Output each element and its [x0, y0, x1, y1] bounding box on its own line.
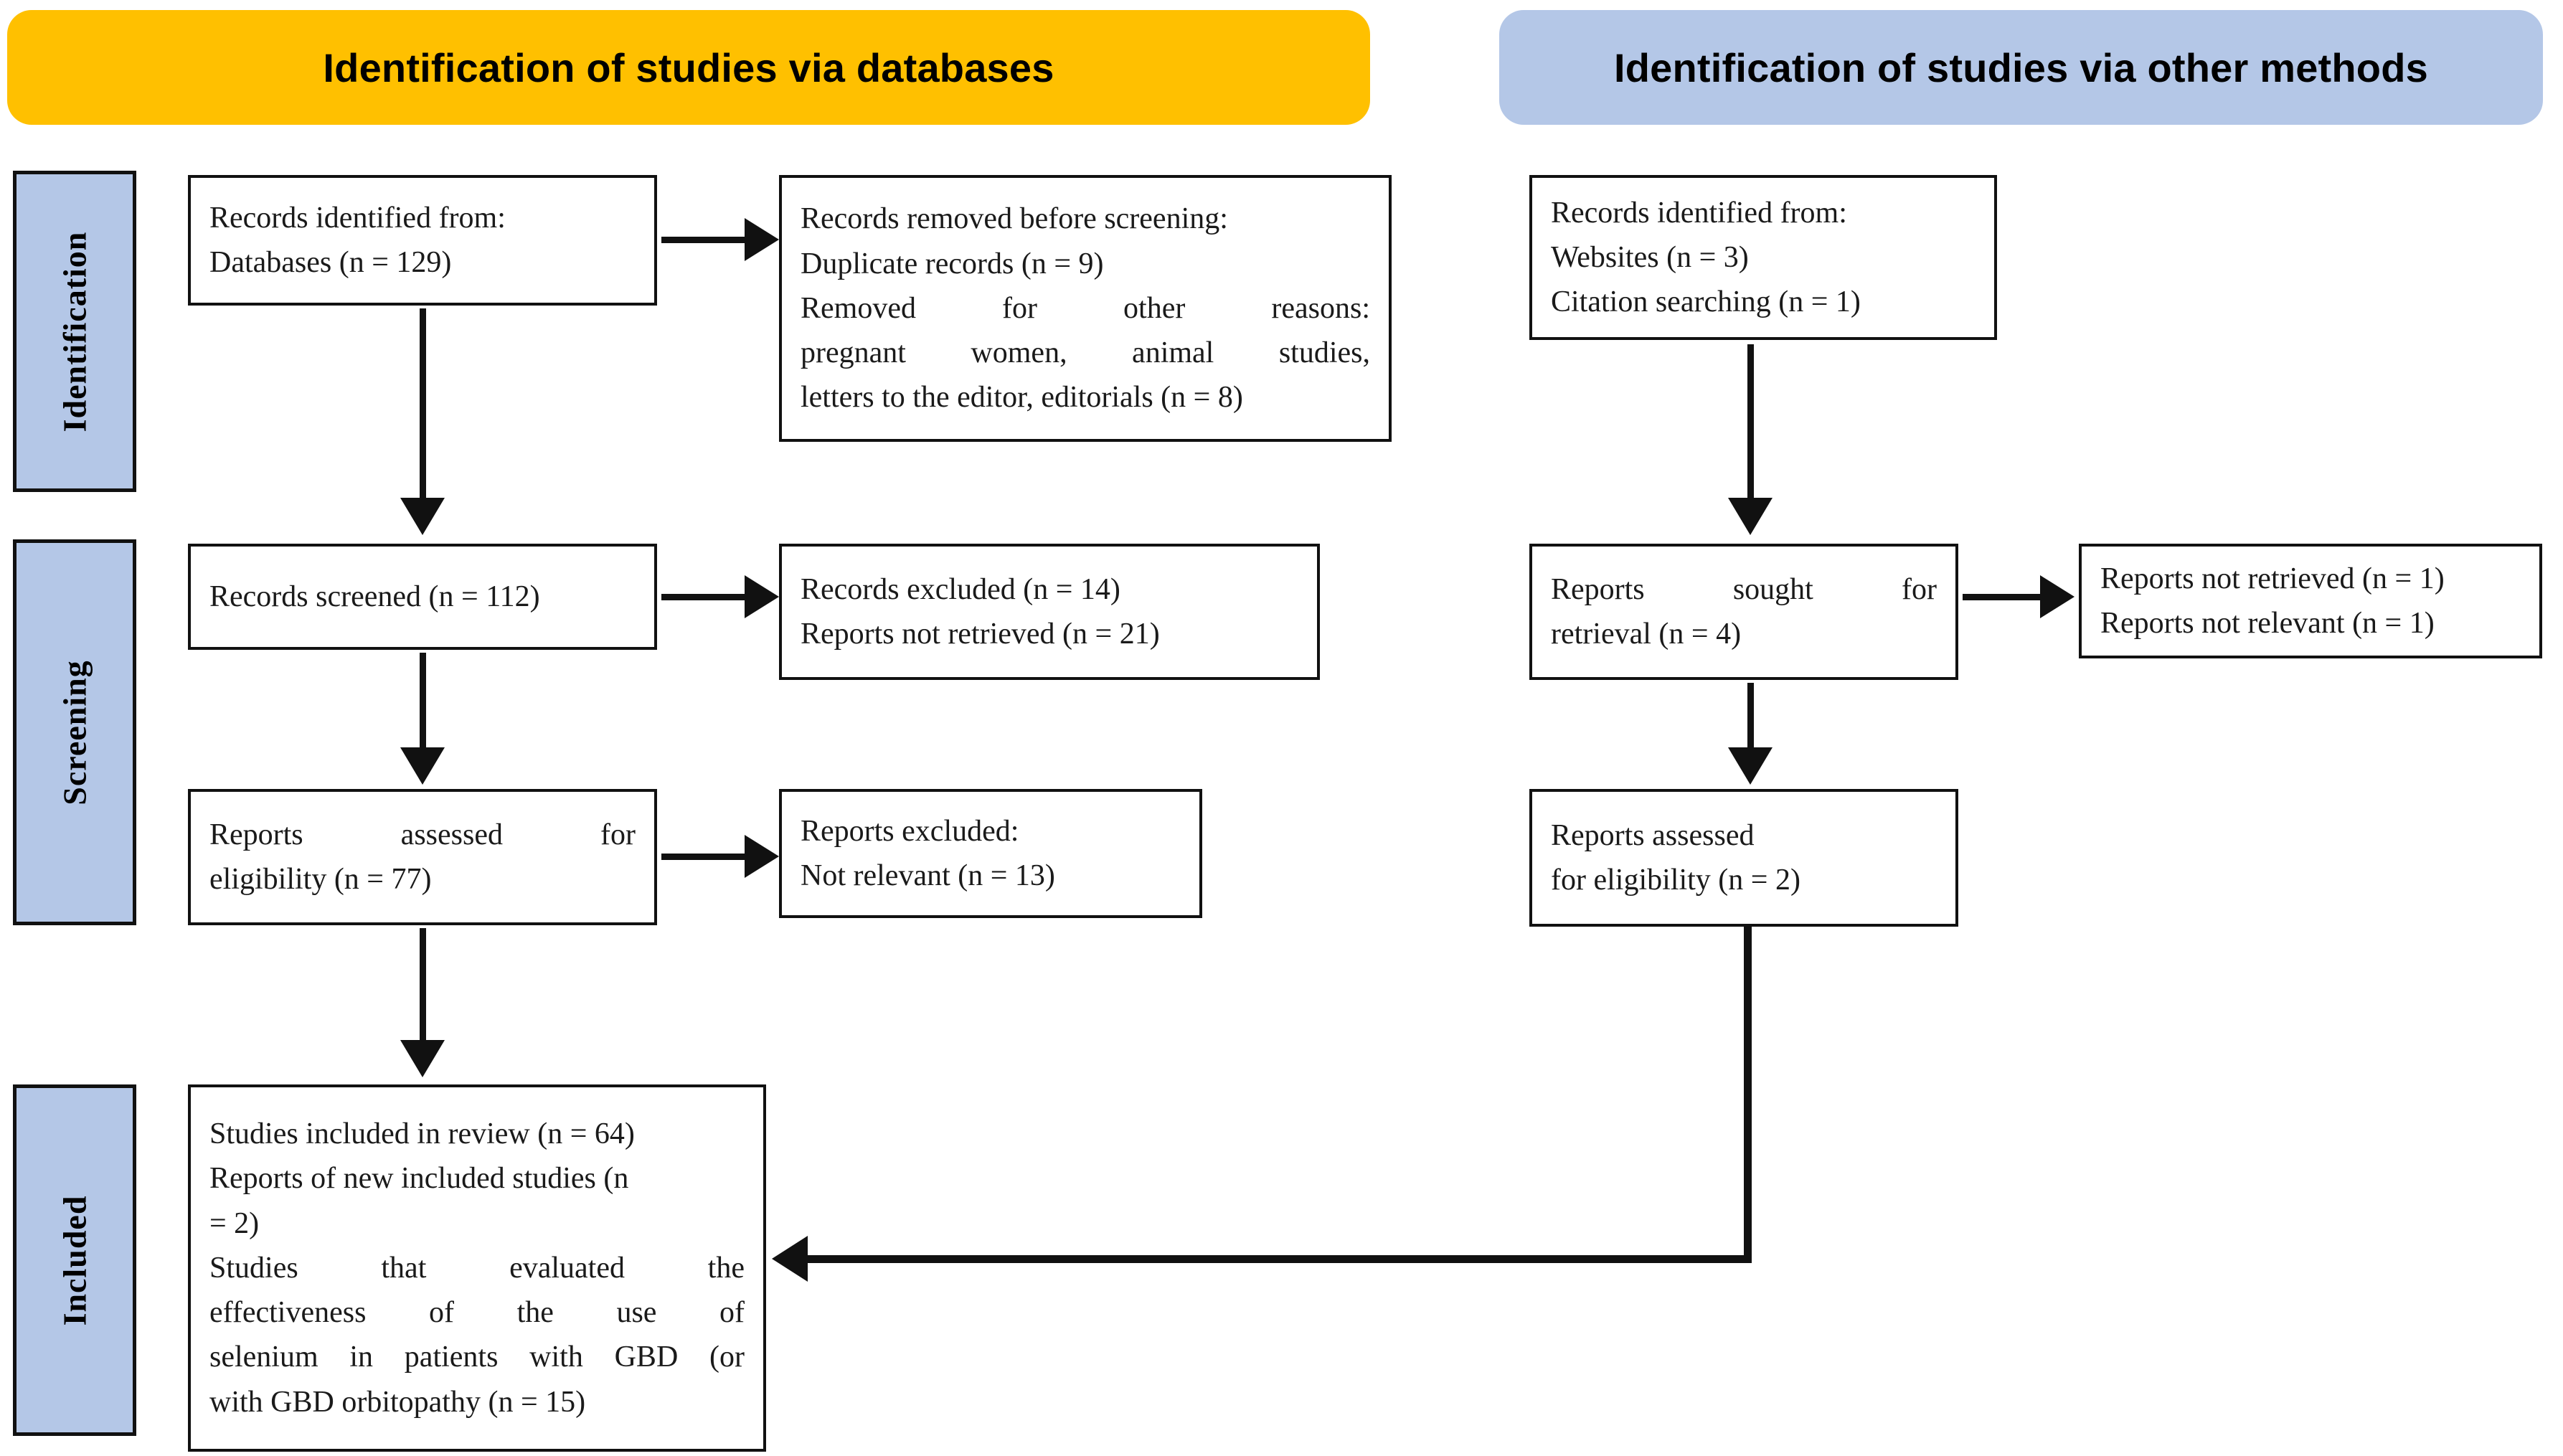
- box-line: Removed for other reasons:: [801, 291, 1370, 325]
- connector-line-screened-to-excluded: [661, 594, 746, 600]
- arrow-down-screened-to-assessed: [400, 747, 445, 785]
- connector-line-identified-to-removed: [661, 237, 746, 243]
- arrow-right-identified-to-removed: [745, 218, 779, 261]
- box-line: = 2): [209, 1206, 260, 1240]
- connector-line-assessed-to-reports-excluded: [661, 854, 746, 860]
- arrow-right-sought-to-not-retrieved: [2040, 575, 2075, 618]
- box-line: Not relevant (n = 13): [801, 859, 1055, 892]
- stage-label-included: Included: [56, 1195, 93, 1325]
- banner-identification-via-databases: Identification of studies via databases: [7, 10, 1370, 125]
- box-records-screened: Records screened (n = 112): [188, 544, 657, 650]
- connector-line-assessed-to-included: [420, 928, 426, 1043]
- box-line: selenium in patients with GBD (or: [209, 1341, 745, 1374]
- banner-other-methods-label: Identification of studies via other meth…: [1614, 44, 2428, 90]
- box-reports-excluded: Reports excluded: Not relevant (n = 13): [779, 789, 1202, 918]
- box-line: Reports sought for: [1551, 572, 1937, 606]
- arrow-down-sought-to-other-assessed: [1728, 747, 1773, 785]
- box-line: Reports not relevant (n = 1): [2100, 607, 2435, 640]
- banner-databases-label: Identification of studies via databases: [323, 44, 1054, 90]
- arrow-right-screened-to-excluded: [745, 575, 779, 618]
- box-line: pregnant women, animal studies,: [801, 336, 1370, 370]
- box-reports-not-retrieved-other-methods: Reports not retrieved (n = 1) Reports no…: [2079, 544, 2542, 658]
- box-line: Reports not retrieved (n = 1): [2100, 562, 2445, 595]
- arrow-down-other-identified-to-sought: [1728, 498, 1773, 535]
- box-reports-assessed-for-eligibility-other-methods: Reports assessed for eligibility (n = 2): [1529, 789, 1958, 927]
- stage-sidebar-included: Included: [13, 1084, 136, 1436]
- box-line: effectiveness of the use of: [209, 1296, 745, 1330]
- box-line: Records screened (n = 112): [209, 580, 540, 613]
- box-line: Reports assessed for: [209, 818, 636, 851]
- box-records-identified-databases: Records identified from: Databases (n = …: [188, 175, 657, 306]
- stage-sidebar-screening: Screening: [13, 539, 136, 925]
- box-line: Websites (n = 3): [1551, 240, 1749, 274]
- box-line: Records removed before screening:: [801, 202, 1228, 236]
- box-reports-assessed-for-eligibility-databases: Reports assessed for eligibility (n = 77…: [188, 789, 657, 925]
- box-line: Citation searching (n = 1): [1551, 285, 1861, 319]
- stage-sidebar-identification: Identification: [13, 171, 136, 492]
- box-records-excluded: Records excluded (n = 14) Reports not re…: [779, 544, 1320, 680]
- connector-line-identified-to-screened: [420, 308, 426, 501]
- box-line: Studies that evaluated the: [209, 1251, 745, 1285]
- box-records-removed-before-screening: Records removed before screening: Duplic…: [779, 175, 1392, 442]
- arrow-down-assessed-to-included: [400, 1040, 445, 1077]
- box-line: Records identified from:: [209, 201, 506, 235]
- connector-elbow-horizontal-other-to-included: [806, 1255, 1752, 1263]
- arrow-left-other-to-included: [772, 1236, 808, 1282]
- arrow-right-assessed-to-reports-excluded: [745, 835, 779, 878]
- box-reports-sought-for-retrieval: Reports sought for retrieval (n = 4): [1529, 544, 1958, 680]
- connector-line-sought-to-other-assessed: [1747, 683, 1754, 750]
- connector-line-screened-to-assessed: [420, 653, 426, 750]
- box-line: Reports excluded:: [801, 814, 1019, 848]
- box-records-identified-other-methods: Records identified from: Websites (n = 3…: [1529, 175, 1997, 340]
- box-line: retrieval (n = 4): [1551, 618, 1742, 651]
- box-line: Reports assessed: [1551, 818, 1755, 852]
- box-line: Studies included in review (n = 64): [209, 1117, 635, 1151]
- box-line: Reports of new included studies (n: [209, 1162, 629, 1196]
- connector-line-sought-to-not-retrieved: [1963, 594, 2042, 600]
- connector-line-other-identified-to-sought: [1747, 344, 1754, 501]
- box-line: Records excluded (n = 14): [801, 572, 1120, 606]
- box-line: Reports not retrieved (n = 21): [801, 618, 1160, 651]
- banner-identification-via-other-methods: Identification of studies via other meth…: [1499, 10, 2543, 125]
- box-line: for eligibility (n = 2): [1551, 864, 1800, 897]
- box-line: Databases (n = 129): [209, 246, 452, 279]
- box-line: Duplicate records (n = 9): [801, 247, 1104, 280]
- stage-label-screening: Screening: [56, 659, 93, 805]
- stage-label-identification: Identification: [56, 231, 93, 432]
- box-line: with GBD orbitopathy (n = 15): [209, 1385, 586, 1419]
- box-line: letters to the editor, editorials (n = 8…: [801, 381, 1243, 415]
- box-studies-included-in-review: Studies included in review (n = 64) Repo…: [188, 1084, 766, 1452]
- box-line: eligibility (n = 77): [209, 863, 432, 896]
- box-line: Records identified from:: [1551, 196, 1847, 230]
- arrow-down-identified-to-screened: [400, 498, 445, 535]
- connector-elbow-vertical-other-to-included: [1744, 925, 1752, 1263]
